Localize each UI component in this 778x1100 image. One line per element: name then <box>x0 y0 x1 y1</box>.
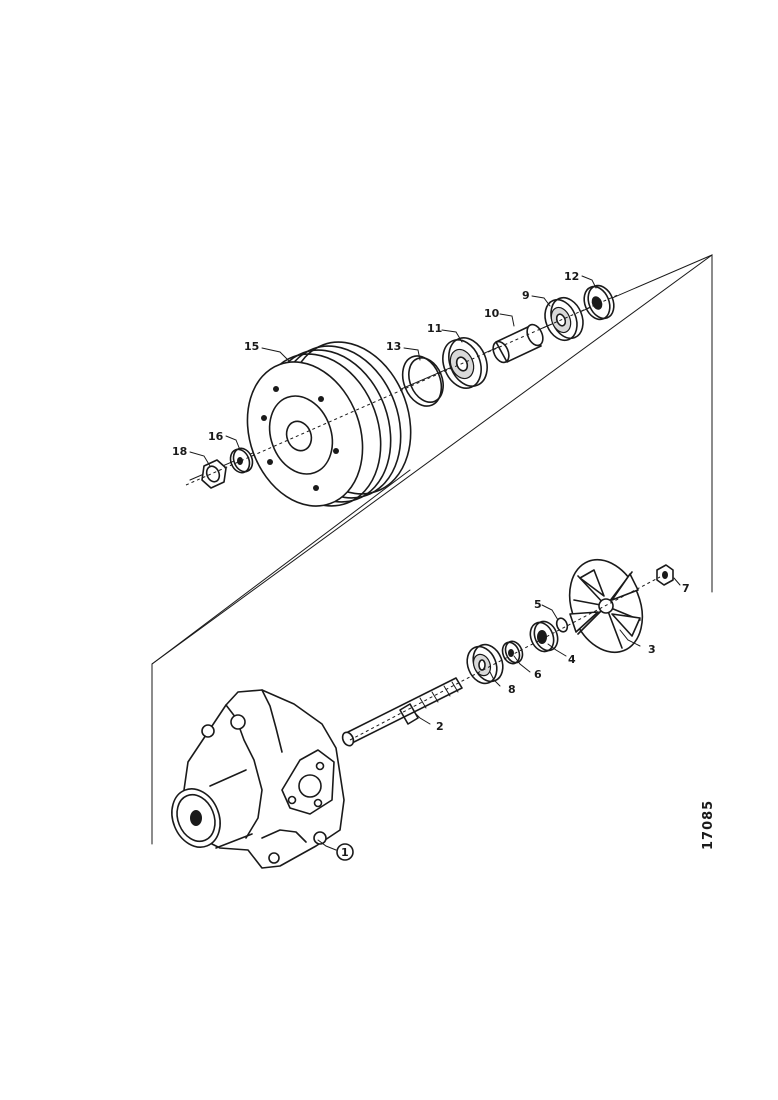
callout-2: 2 <box>436 720 444 733</box>
callout-3: 3 <box>648 643 656 656</box>
callout-6: 6 <box>534 668 542 681</box>
callout-13: 13 <box>386 340 401 353</box>
callout-1: 1 <box>341 846 349 859</box>
callout-4: 4 <box>568 653 576 666</box>
pump-housing-part-1 <box>171 689 345 869</box>
nut-part-7 <box>656 564 674 586</box>
upper-axis-line <box>185 293 621 486</box>
washer-part-6 <box>501 640 524 665</box>
nut-part-18 <box>201 459 227 489</box>
assembly-boundary-line-mid <box>151 469 411 665</box>
callout-1-marker: 1 <box>336 843 354 861</box>
callout-11: 11 <box>427 322 442 335</box>
ring-part-5 <box>555 617 569 633</box>
shaft-part-2 <box>341 677 463 747</box>
assembly-boundary-line <box>151 254 713 845</box>
lower-axis-line <box>349 576 661 741</box>
callout-12: 12 <box>564 270 579 283</box>
impeller-part-3 <box>568 558 644 654</box>
bearing-part-11 <box>442 337 488 389</box>
spacer-sleeve-part-10 <box>492 323 544 364</box>
leader-lines <box>189 275 681 851</box>
callout-7: 7 <box>682 582 690 595</box>
callout-16: 16 <box>208 430 224 443</box>
callout-18: 18 <box>172 445 187 458</box>
seal-part-12 <box>583 284 615 321</box>
figure-reference-number: 17085 <box>701 800 716 850</box>
callout-5: 5 <box>534 598 542 611</box>
callout-9: 9 <box>522 289 530 302</box>
callout-15: 15 <box>244 340 259 353</box>
callout-8: 8 <box>508 683 516 696</box>
callout-10: 10 <box>484 307 500 320</box>
ring-part-13 <box>401 355 444 407</box>
bearing-part-8 <box>466 643 504 685</box>
seal-part-4 <box>529 620 559 653</box>
pulley-part-15 <box>246 341 412 507</box>
